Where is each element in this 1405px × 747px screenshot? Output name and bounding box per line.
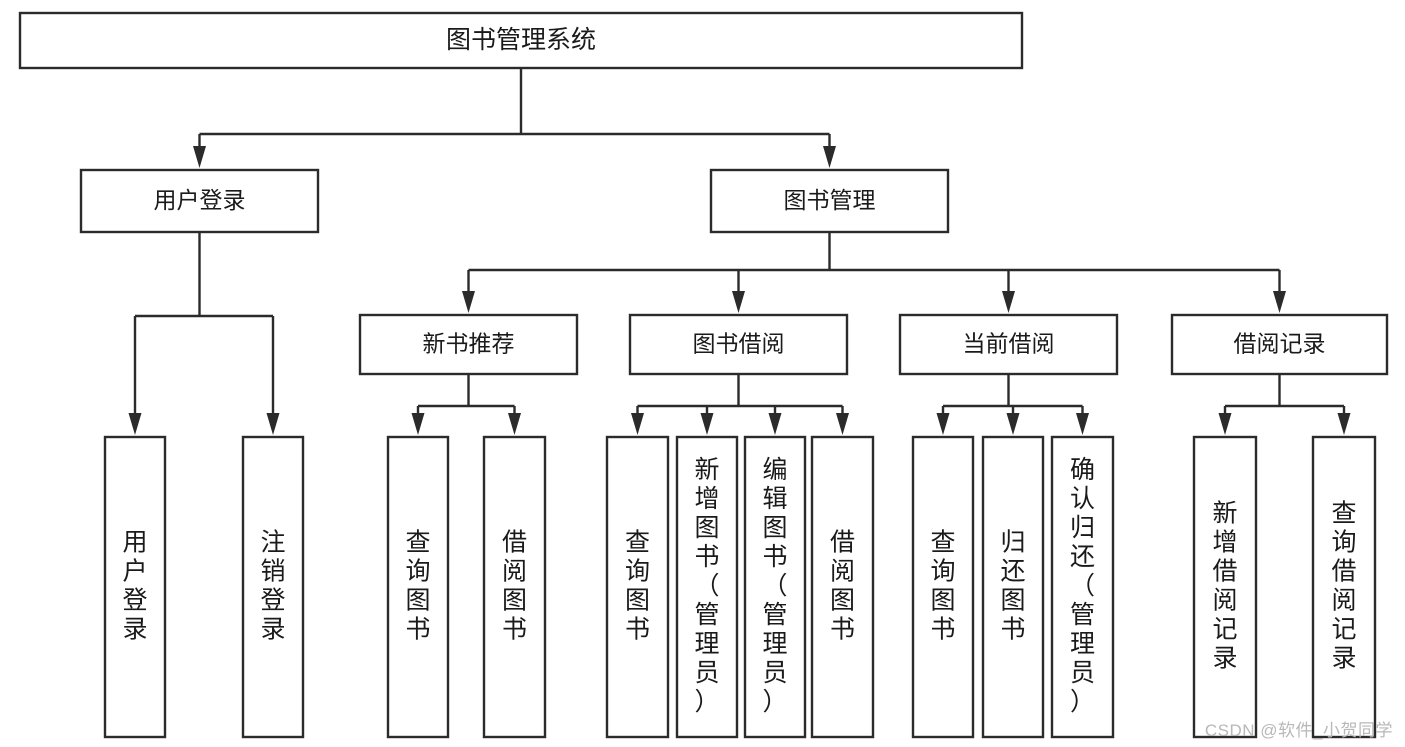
edge-group-root xyxy=(193,68,836,168)
node-leaf-logout[interactable]: 注销登录 xyxy=(241,435,305,739)
node-box[interactable] xyxy=(605,435,670,739)
arrow-head-icon xyxy=(836,413,849,435)
node-label: 借阅记录 xyxy=(1234,331,1326,357)
node-box[interactable] xyxy=(898,313,1119,376)
node-leaf-return-book[interactable]: 归还图书 xyxy=(981,435,1045,739)
node-box[interactable] xyxy=(1192,435,1258,739)
node-box[interactable] xyxy=(386,435,450,739)
node-box[interactable] xyxy=(103,435,167,739)
edge-group-current_borrow xyxy=(936,374,1089,435)
node-box[interactable] xyxy=(911,435,975,739)
node-label: 图书管理 xyxy=(784,187,876,213)
node-label: 注销登录 xyxy=(260,528,285,643)
node-new-book-rec[interactable]: 新书推荐 xyxy=(358,313,579,376)
node-label: 新增图书（管理员） xyxy=(694,456,719,716)
node-label: 用户登录 xyxy=(122,528,147,643)
arrow-head-icon xyxy=(462,291,475,313)
node-box[interactable] xyxy=(1050,435,1115,739)
arrow-head-icon xyxy=(700,413,714,435)
arrow-head-icon xyxy=(1006,413,1020,435)
node-label: 归还图书 xyxy=(1000,528,1025,643)
edge-group-book_borrow xyxy=(631,374,849,435)
node-leaf-query-record[interactable]: 查询借阅记录 xyxy=(1311,435,1377,739)
node-label: 图书借阅 xyxy=(693,331,785,357)
node-label: 用户登录 xyxy=(154,187,246,213)
edge-group-new_book_rec xyxy=(411,374,521,435)
node-box[interactable] xyxy=(241,435,305,739)
node-box[interactable] xyxy=(482,435,547,739)
node-leaf-borrow-book-2[interactable]: 借阅图书 xyxy=(810,435,875,739)
node-leaf-user-login[interactable]: 用户登录 xyxy=(103,435,167,739)
node-box[interactable] xyxy=(79,168,320,234)
node-label: 查询借阅记录 xyxy=(1331,499,1356,672)
node-borrow-record[interactable]: 借阅记录 xyxy=(1170,313,1389,376)
node-leaf-query-book-1[interactable]: 查询图书 xyxy=(386,435,450,739)
node-leaf-add-record[interactable]: 新增借阅记录 xyxy=(1192,435,1258,739)
node-box[interactable] xyxy=(981,435,1045,739)
arrow-head-icon xyxy=(1273,291,1286,313)
csdn-watermark: CSDN @软件_小贺同学 xyxy=(1204,721,1393,740)
node-label: 新增借阅记录 xyxy=(1212,499,1237,672)
node-user-login[interactable]: 用户登录 xyxy=(79,168,320,234)
arrow-head-icon xyxy=(631,413,644,435)
node-leaf-query-book-2[interactable]: 查询图书 xyxy=(605,435,670,739)
node-box[interactable] xyxy=(18,11,1024,70)
node-label: 图书管理系统 xyxy=(446,26,596,54)
arrow-head-icon xyxy=(936,413,950,435)
node-label: 借阅图书 xyxy=(830,528,855,643)
node-root[interactable]: 图书管理系统 xyxy=(18,11,1024,70)
arrow-head-icon xyxy=(823,146,836,168)
arrow-head-icon xyxy=(732,291,745,313)
node-box[interactable] xyxy=(709,168,950,234)
node-box[interactable] xyxy=(1311,435,1377,739)
node-box[interactable] xyxy=(1170,313,1389,376)
node-box[interactable] xyxy=(810,435,875,739)
edge-group-user_login xyxy=(128,232,280,435)
arrow-head-icon xyxy=(128,413,142,435)
node-box[interactable] xyxy=(358,313,579,376)
node-label: 编辑图书（管理员） xyxy=(762,456,787,716)
arrow-head-icon xyxy=(411,413,425,435)
arrow-head-icon xyxy=(1218,413,1232,435)
edge-group-book_manage xyxy=(462,232,1286,313)
node-leaf-add-book[interactable]: 新增图书（管理员） xyxy=(675,435,739,739)
arrow-head-icon xyxy=(1337,413,1351,435)
arrow-head-icon xyxy=(193,146,206,168)
node-book-manage[interactable]: 图书管理 xyxy=(709,168,950,234)
arrow-head-icon xyxy=(266,413,280,435)
arrow-head-icon xyxy=(768,413,782,435)
node-box[interactable] xyxy=(675,435,739,739)
node-leaf-confirm-return[interactable]: 确认归还（管理员） xyxy=(1050,435,1115,739)
node-label: 确认归还（管理员） xyxy=(1070,456,1095,716)
arrow-head-icon xyxy=(1002,291,1015,313)
node-leaf-borrow-book-1[interactable]: 借阅图书 xyxy=(482,435,547,739)
node-label: 新书推荐 xyxy=(423,331,515,357)
node-box[interactable] xyxy=(743,435,807,739)
node-box[interactable] xyxy=(628,313,849,376)
node-label: 查询图书 xyxy=(930,528,955,643)
node-label: 借阅图书 xyxy=(502,528,527,643)
arrow-head-icon xyxy=(1076,413,1089,435)
node-label: 查询图书 xyxy=(405,528,430,643)
node-current-borrow[interactable]: 当前借阅 xyxy=(898,313,1119,376)
arrow-head-icon xyxy=(508,413,521,435)
node-label: 当前借阅 xyxy=(963,331,1055,357)
node-label: 查询图书 xyxy=(625,528,650,643)
node-book-borrow[interactable]: 图书借阅 xyxy=(628,313,849,376)
node-leaf-query-book-3[interactable]: 查询图书 xyxy=(911,435,975,739)
node-leaf-edit-book[interactable]: 编辑图书（管理员） xyxy=(743,435,807,739)
edge-group-borrow_record xyxy=(1218,374,1351,435)
